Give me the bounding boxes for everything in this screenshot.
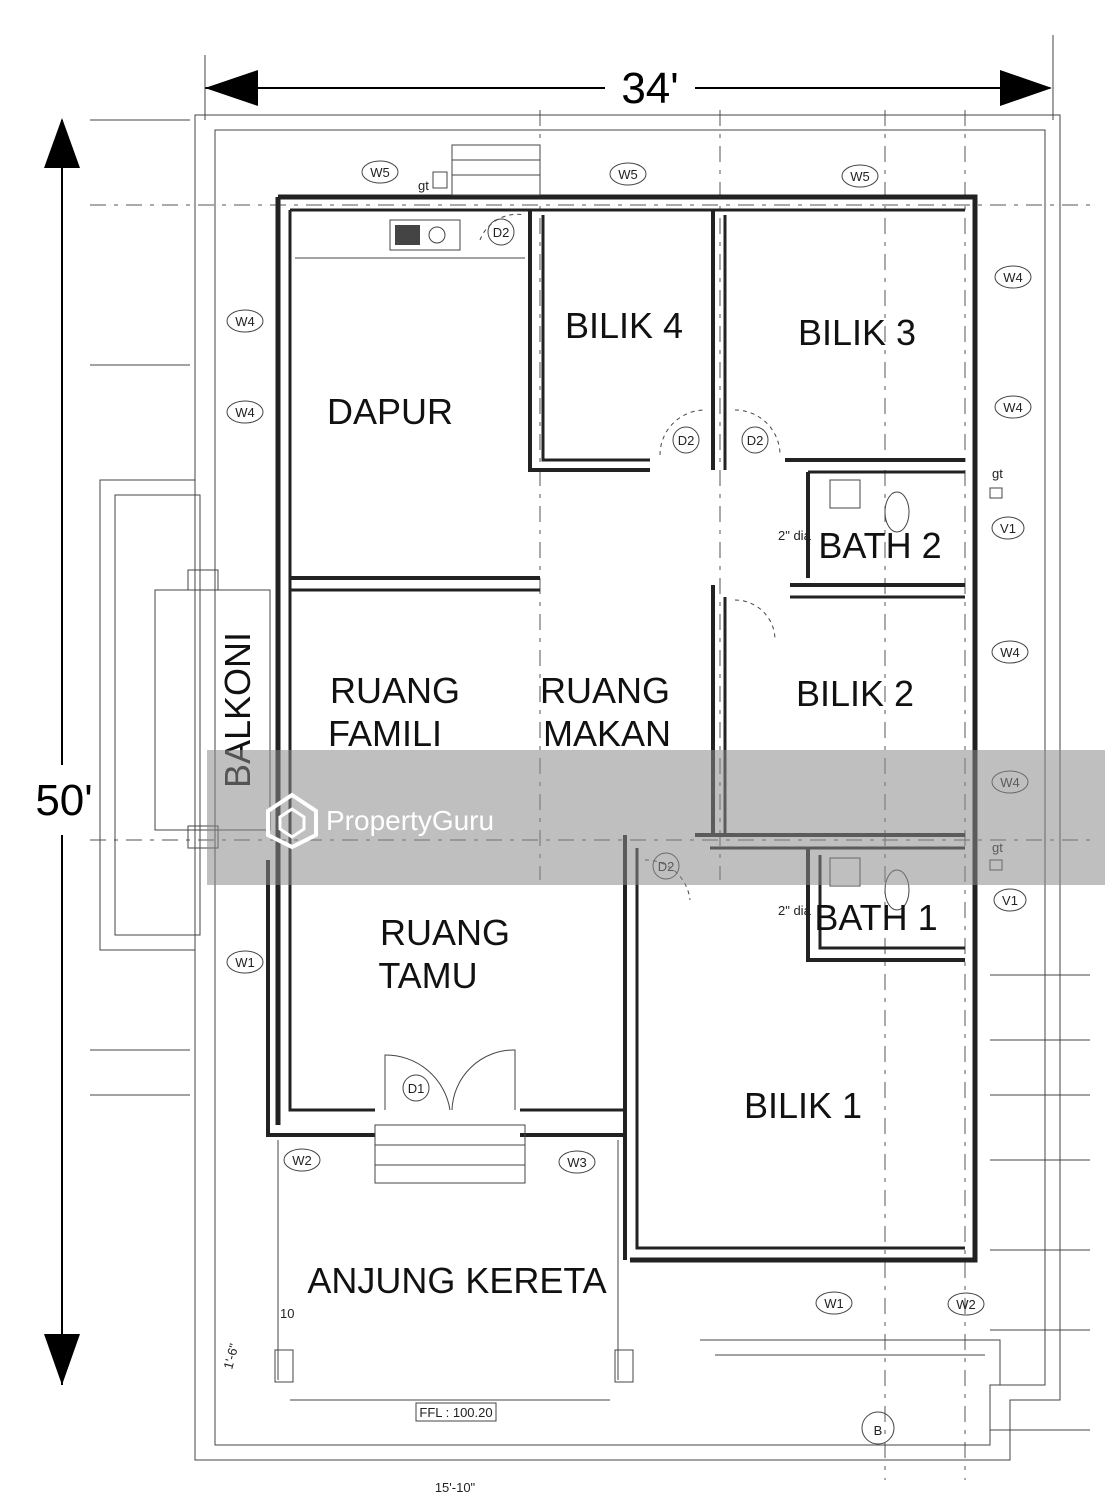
tag-w3: W3 xyxy=(558,1150,596,1174)
tag-v1-b: V1 xyxy=(993,888,1027,912)
room-ruang-famili-line1: RUANG xyxy=(330,670,460,711)
svg-text:D1: D1 xyxy=(408,1081,425,1096)
tag-d2-a: D2 xyxy=(487,218,515,246)
tag-w1-b: W1 xyxy=(815,1291,853,1315)
svg-text:W4: W4 xyxy=(1003,400,1023,415)
tag-d1: D1 xyxy=(402,1074,430,1102)
svg-text:W4: W4 xyxy=(1003,270,1023,285)
room-bilik-4: BILIK 4 xyxy=(565,305,683,346)
svg-text:W4: W4 xyxy=(235,314,255,329)
svg-text:W4: W4 xyxy=(1000,645,1020,660)
svg-text:V1: V1 xyxy=(1000,521,1016,536)
room-ruang-tamu-line1: RUANG xyxy=(380,912,510,953)
tag-v1-a: V1 xyxy=(991,516,1025,540)
height-dimension: 50' xyxy=(35,118,93,1385)
room-bath-1: BATH 1 xyxy=(814,897,937,938)
tag-w1-a: W1 xyxy=(226,950,264,974)
svg-text:D2: D2 xyxy=(493,225,510,240)
note-ffl: FFL : 100.20 xyxy=(419,1405,492,1420)
note-pipe-bath1: 2" dia xyxy=(778,903,812,918)
side-dimension: 1'-6" xyxy=(220,1342,241,1371)
tag-w5-c: W5 xyxy=(841,164,879,188)
tag-w5-a: W5 xyxy=(361,160,399,184)
width-label: 34' xyxy=(621,64,678,113)
room-ruang-tamu-line2: TAMU xyxy=(378,955,477,996)
svg-text:D2: D2 xyxy=(747,433,764,448)
room-ruang-makan-line2: MAKAN xyxy=(543,713,671,754)
svg-text:W2: W2 xyxy=(292,1153,312,1168)
watermark-logo-icon xyxy=(266,792,318,850)
room-bilik-3: BILIK 3 xyxy=(798,312,916,353)
svg-text:W5: W5 xyxy=(618,167,638,182)
room-bath-2: BATH 2 xyxy=(818,525,941,566)
room-bilik-1: BILIK 1 xyxy=(744,1085,862,1126)
tag-w4-d: W4 xyxy=(994,395,1032,419)
tag-w4-e: W4 xyxy=(991,640,1029,664)
bottom-dimension: 15'-10" xyxy=(435,1480,476,1495)
tag-d2-b: D2 xyxy=(672,426,700,454)
svg-text:W1: W1 xyxy=(824,1296,844,1311)
tag-w4-b: W4 xyxy=(226,400,264,424)
room-ruang-famili-line2: FAMILI xyxy=(328,713,442,754)
svg-text:V1: V1 xyxy=(1002,893,1018,908)
site-boundary xyxy=(99,114,1061,1461)
watermark-brand: PropertyGuru xyxy=(326,805,494,836)
svg-text:W5: W5 xyxy=(850,169,870,184)
watermark: PropertyGuru xyxy=(207,750,1105,885)
tag-w4-c: W4 xyxy=(994,265,1032,289)
svg-text:W4: W4 xyxy=(235,405,255,420)
height-label: 50' xyxy=(35,776,92,825)
svg-text:W1: W1 xyxy=(235,955,255,970)
tag-d2-c: D2 xyxy=(741,426,769,454)
svg-text:W2: W2 xyxy=(956,1297,976,1312)
tag-b: B xyxy=(861,1411,895,1445)
room-ruang-makan-line1: RUANG xyxy=(540,670,670,711)
tag-w2-a: W2 xyxy=(283,1148,321,1172)
svg-text:B: B xyxy=(874,1423,883,1438)
svg-text:W5: W5 xyxy=(370,165,390,180)
note-gt-top: gt xyxy=(418,178,429,193)
notes: gt gt gt 2" dia 2" dia FFL : 100.20 15'-… xyxy=(220,178,1003,1495)
tag-w4-a: W4 xyxy=(226,309,264,333)
room-anjung-kereta: ANJUNG KERETA xyxy=(307,1260,606,1301)
svg-text:W3: W3 xyxy=(567,1155,587,1170)
note-pipe-bath2: 2" dia xyxy=(778,528,812,543)
room-bilik-2: BILIK 2 xyxy=(796,673,914,714)
svg-text:D2: D2 xyxy=(678,433,695,448)
room-labels: DAPUR BILIK 4 BILIK 3 BILIK 2 BILIK 1 RU… xyxy=(217,305,942,1301)
width-dimension: 34' xyxy=(204,35,1054,120)
note-gt-bath2: gt xyxy=(992,466,1003,481)
porch-dimension: 10 xyxy=(280,1306,294,1321)
tag-w5-b: W5 xyxy=(609,162,647,186)
room-dapur: DAPUR xyxy=(327,391,453,432)
tag-w2-b: W2 xyxy=(947,1292,985,1316)
